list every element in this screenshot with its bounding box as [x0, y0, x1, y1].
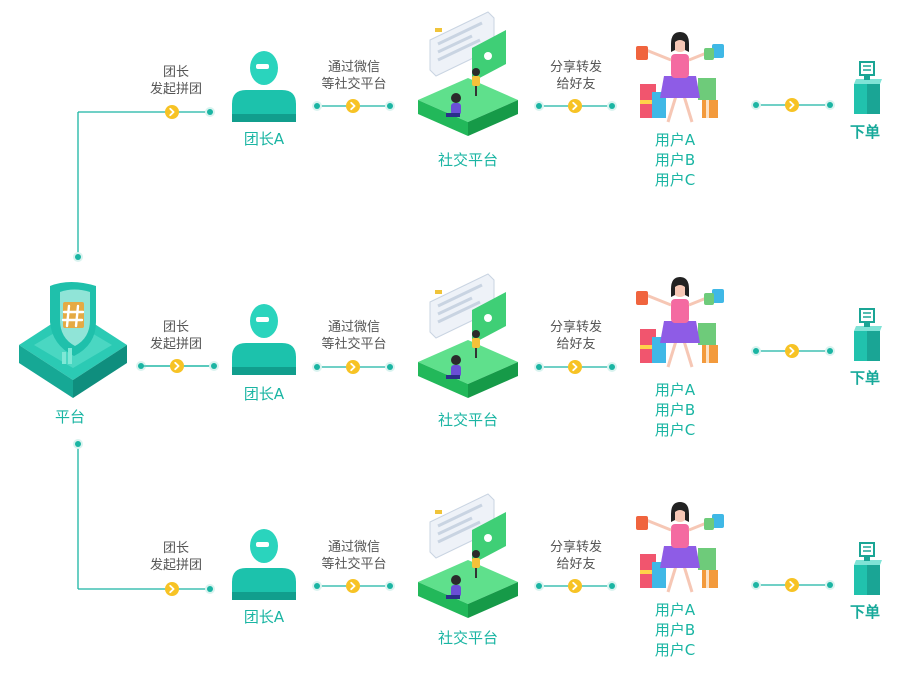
order-label: 下单: [849, 603, 880, 621]
platform-label: 平台: [54, 408, 85, 426]
share-via-line1: 通过微信: [327, 60, 380, 75]
user-c-label: 用户C: [654, 421, 696, 439]
social-platform-label: 社交平台: [437, 151, 498, 169]
leader-icon-2: [232, 304, 296, 375]
leader-action-line1: 团长: [162, 320, 189, 335]
social-platform-icon-2: [416, 272, 520, 400]
user-a-label: 用户A: [654, 601, 696, 619]
social-platform-label: 社交平台: [437, 629, 498, 647]
shopping-users-icon-3: [634, 500, 726, 594]
leader-label: 团长A: [243, 385, 285, 403]
platform-icon: [19, 282, 127, 398]
leader-label: 团长A: [243, 608, 285, 626]
row-connectors: [141, 97, 835, 597]
forward-line2: 给好友: [556, 337, 596, 352]
leader-action-line1: 团长: [162, 541, 189, 556]
social-platform-icon-1: [416, 10, 520, 138]
user-b-label: 用户B: [654, 621, 696, 639]
user-c-label: 用户C: [654, 171, 696, 189]
leader-action-line2: 发起拼团: [149, 337, 202, 352]
forward-line2: 给好友: [556, 557, 596, 572]
user-a-label: 用户A: [654, 131, 696, 149]
user-b-label: 用户B: [654, 401, 696, 419]
forward-line1: 分享转发: [549, 540, 602, 555]
share-via-line1: 通过微信: [327, 320, 380, 335]
forward-line1: 分享转发: [549, 60, 602, 75]
order-label: 下单: [849, 369, 880, 387]
order-label: 下单: [849, 123, 880, 141]
leader-action-line2: 发起拼团: [149, 82, 202, 97]
shopping-users-icon-2: [634, 275, 726, 369]
order-register-icon-2: [853, 308, 883, 362]
share-via-line1: 通过微信: [327, 540, 380, 555]
forward-line1: 分享转发: [549, 320, 602, 335]
social-platform-icon-3: [416, 492, 520, 620]
user-c-label: 用户C: [654, 641, 696, 659]
order-register-icon-1: [853, 61, 883, 115]
leader-action-line1: 团长: [162, 65, 189, 80]
shopping-users-icon-1: [634, 30, 726, 124]
share-via-line2: 等社交平台: [321, 77, 387, 92]
leader-action-line2: 发起拼团: [149, 558, 202, 573]
leader-icon-3: [232, 529, 296, 600]
user-b-label: 用户B: [654, 151, 696, 169]
leader-icon-1: [232, 51, 296, 122]
forward-line2: 给好友: [556, 77, 596, 92]
user-a-label: 用户A: [654, 381, 696, 399]
order-register-icon-3: [853, 542, 883, 596]
share-via-line2: 等社交平台: [321, 557, 387, 572]
social-platform-label: 社交平台: [437, 411, 498, 429]
leader-label: 团长A: [243, 130, 285, 148]
share-via-line2: 等社交平台: [321, 337, 387, 352]
